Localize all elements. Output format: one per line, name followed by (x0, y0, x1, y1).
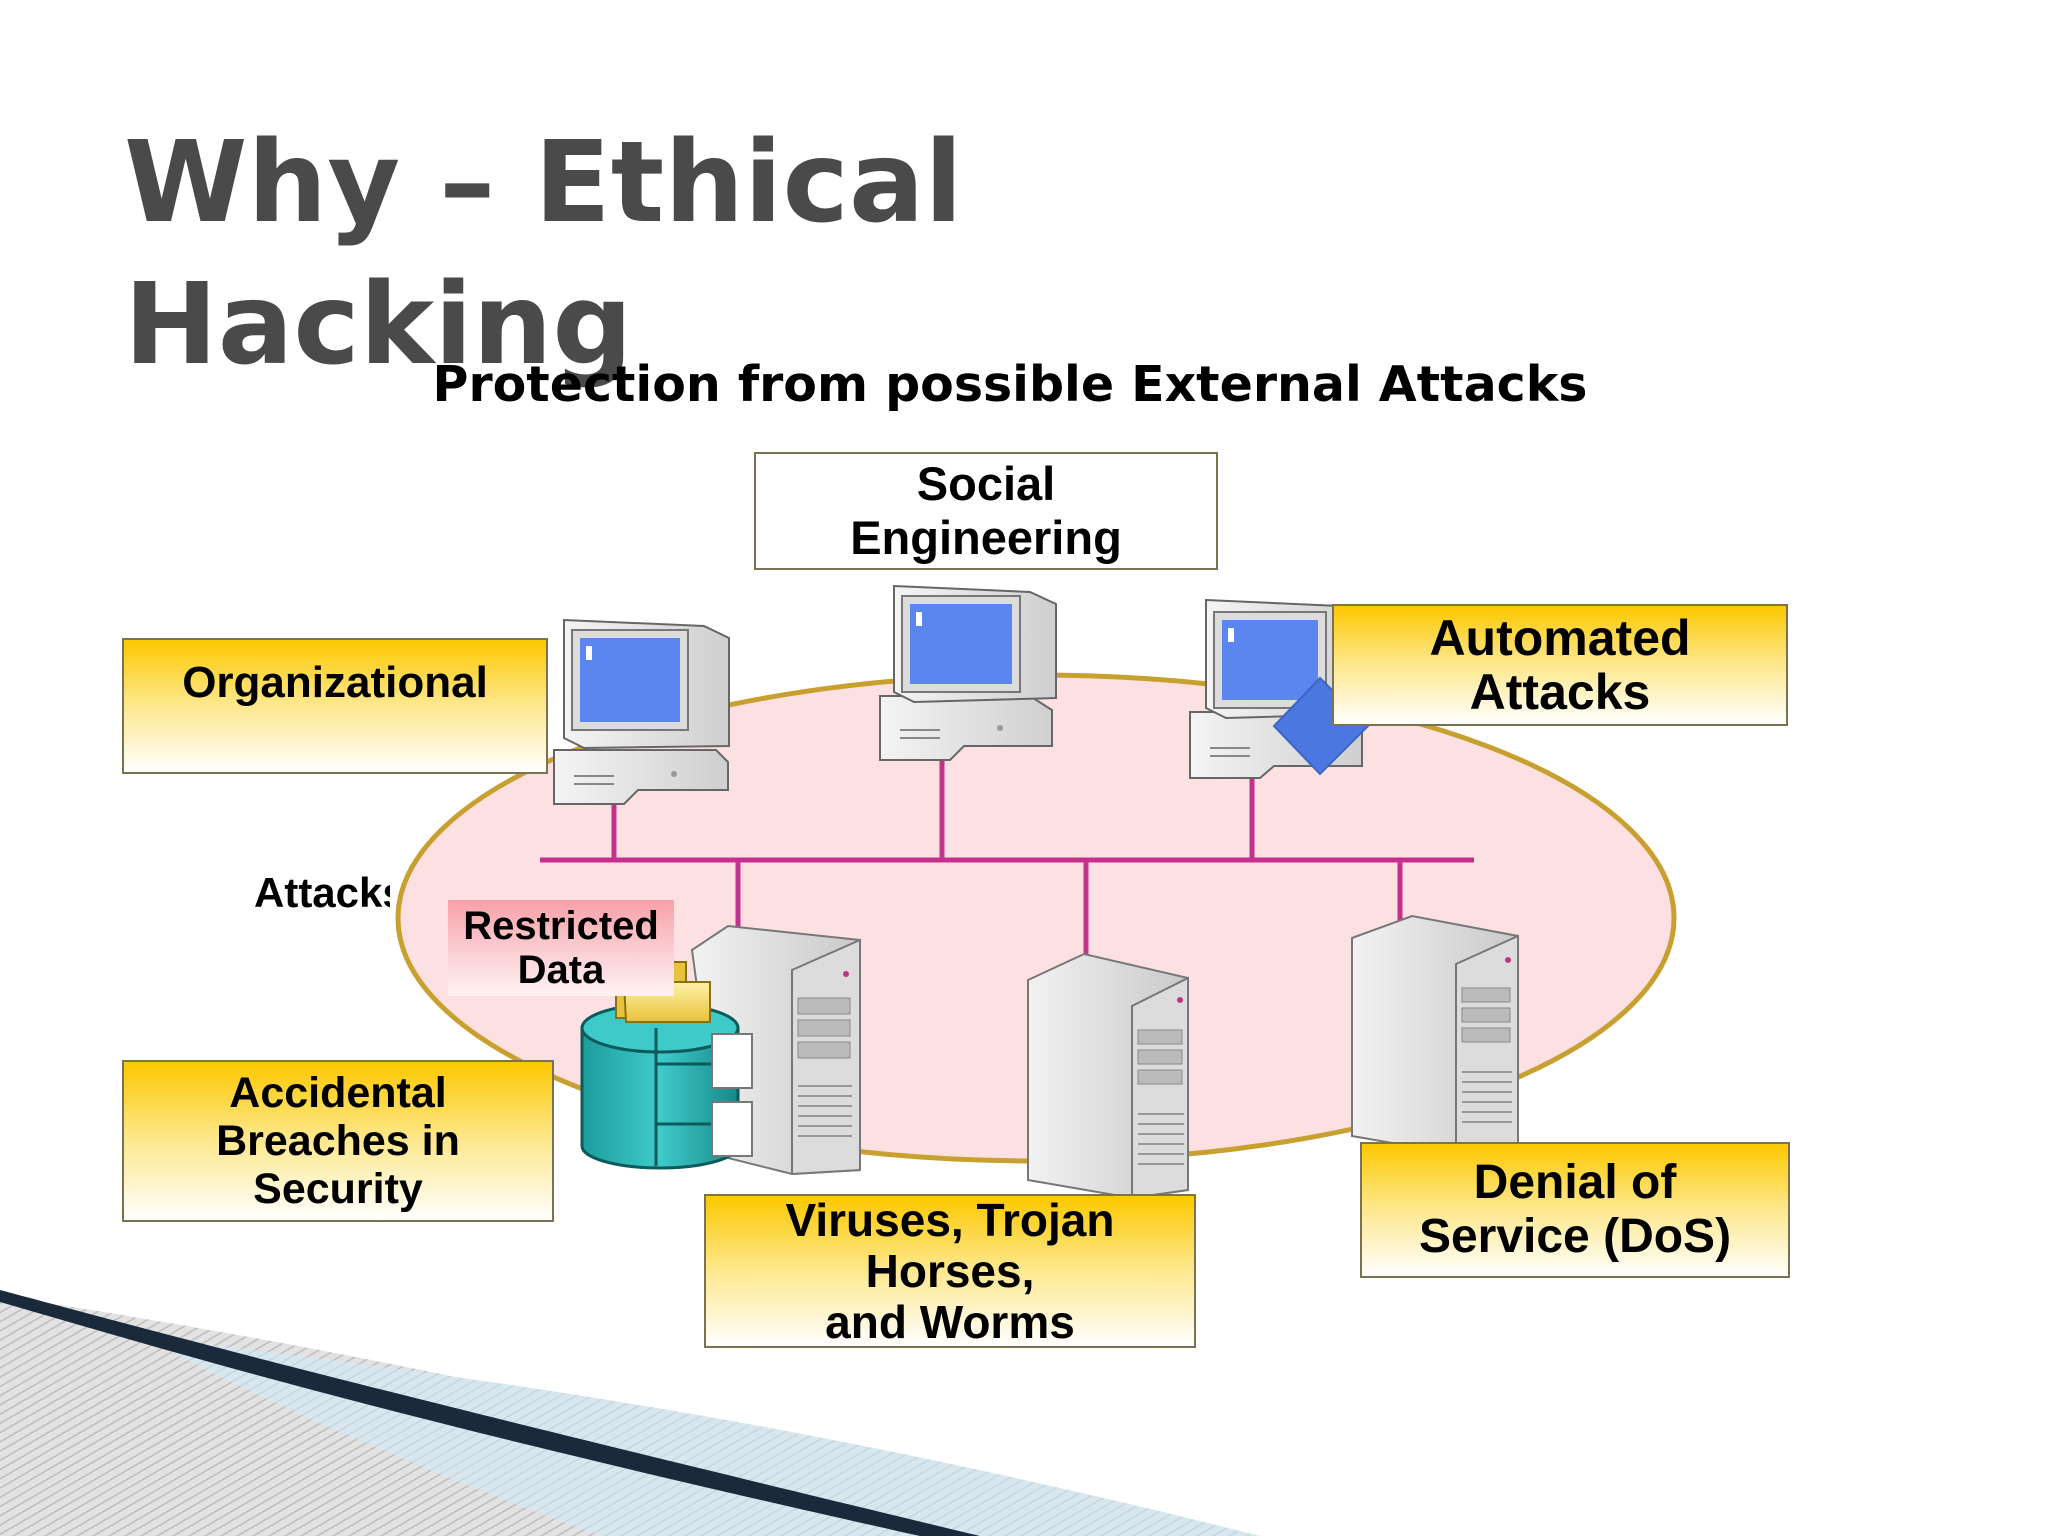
label-automated-attacks: Automated Attacks (1332, 604, 1788, 726)
label-social-engineering: Social Engineering (754, 452, 1218, 570)
slide-title-line-1: Why – Ethical (124, 118, 963, 248)
desktop-computer-icon (879, 584, 1057, 761)
label-social-engineering-line-1: Social (916, 457, 1056, 510)
database-cylinder-icon (580, 1002, 753, 1170)
label-accidental-breaches: Accidental Breaches in Security (122, 1060, 554, 1222)
label-attacks: Attacks (254, 869, 390, 916)
slide-title-line-2: Hacking (124, 260, 633, 390)
label-restricted-data-line-1: Restricted (463, 904, 659, 948)
label-viruses-line-2: Horses, (865, 1244, 1035, 1297)
label-denial-of-service-line-2: Service (DoS) (1418, 1210, 1732, 1263)
label-viruses-line-3: and Worms (825, 1295, 1075, 1348)
decorative-swoosh (0, 1290, 1260, 1536)
label-accidental-breaches-line-2: Breaches in (216, 1117, 460, 1165)
label-denial-of-service: Denial of Service (DoS) (1360, 1142, 1790, 1278)
label-accidental-breaches-line-3: Security (253, 1165, 423, 1213)
diagram-subtitle: Protection from possible External Attack… (432, 356, 1588, 413)
label-restricted-data: Restricted Data (448, 900, 674, 996)
desktop-computer-icon (553, 618, 730, 805)
label-denial-of-service-line-1: Denial of (1473, 1156, 1677, 1209)
label-viruses-line-1: Viruses, Trojan (785, 1193, 1115, 1246)
label-social-engineering-line-2: Engineering (850, 511, 1122, 564)
label-automated-attacks-line-1: Automated (1429, 610, 1691, 666)
server-tower-icon (1351, 914, 1519, 1156)
label-automated-attacks-line-2: Attacks (1469, 664, 1651, 720)
label-restricted-data-line-2: Data (517, 948, 605, 992)
label-viruses: Viruses, Trojan Horses, and Worms (704, 1194, 1196, 1348)
slide-title: Why – Ethical Hacking (124, 112, 1024, 396)
label-organizational: Organizational (122, 638, 548, 774)
label-accidental-breaches-line-1: Accidental (229, 1069, 447, 1117)
server-tower-icon (1027, 952, 1189, 1200)
label-organizational-line-1: Organizational (182, 658, 488, 707)
